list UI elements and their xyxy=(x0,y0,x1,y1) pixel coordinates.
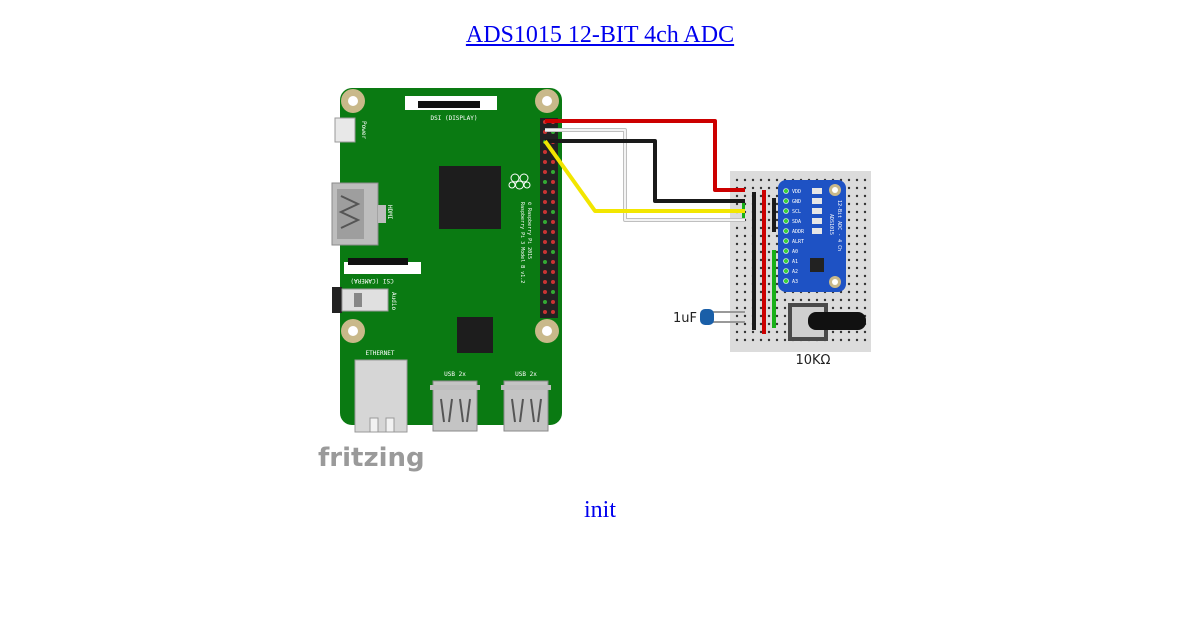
wire-ground xyxy=(545,139,745,203)
potentiometer-label: 10KΩ xyxy=(795,353,830,368)
model-text-1: Raspberry Pi 3 Model B v1.2 xyxy=(519,202,525,283)
ethernet-port: ETHERNET xyxy=(354,350,408,433)
raspberry-pi-board: DSI (DISPLAY) Power HDMI CSI (CAMERA) Au… xyxy=(331,88,562,433)
usb1-label: USB 2x xyxy=(444,371,466,378)
adc-pin-label: SDA xyxy=(792,219,801,225)
capacitor: 1uF xyxy=(673,309,745,326)
audio-label: Audio xyxy=(390,292,397,310)
adc-pin-label: ADDR xyxy=(792,229,805,235)
adc-pin-label: A2 xyxy=(792,269,798,275)
power-label: Power xyxy=(360,121,367,139)
usb-port-2: USB 2x xyxy=(501,371,551,432)
status-text: init xyxy=(583,497,616,523)
audio-jack: Audio xyxy=(332,287,397,313)
page-title: ADS1015 12-BIT 4ch ADC xyxy=(0,22,1200,49)
power-port: Power xyxy=(334,117,367,143)
wires xyxy=(543,119,745,222)
adc-chip-text-1: 12-Bit ADC - 4 Ch xyxy=(836,200,842,251)
hdmi-label: HDMI xyxy=(386,205,393,220)
lan-chip xyxy=(457,317,493,353)
model-text-2: © Raspberry Pi 2015 xyxy=(526,202,532,259)
csi-connector: CSI (CAMERA) xyxy=(344,258,421,284)
usb-port-1: USB 2x xyxy=(430,371,480,432)
potentiometer: 10KΩ xyxy=(788,303,866,368)
adc-pin-label: VDD xyxy=(792,189,801,195)
adc-pin-label: ALRT xyxy=(792,239,804,245)
hdmi-port: HDMI xyxy=(331,182,393,246)
adc-pin-label: GND xyxy=(792,199,801,205)
raspberry-logo xyxy=(508,173,531,190)
fritzing-watermark: fritzing xyxy=(318,443,425,473)
dsi-label: DSI (DISPLAY) xyxy=(431,115,478,122)
wire-sda xyxy=(543,139,745,213)
adc-pin-label: A0 xyxy=(792,249,798,255)
adc-chip xyxy=(810,258,824,272)
ethernet-label: ETHERNET xyxy=(366,350,395,357)
dsi-connector: DSI (DISPLAY) xyxy=(405,96,497,122)
capacitor-label: 1uF xyxy=(673,311,697,326)
usb2-label: USB 2x xyxy=(515,371,537,378)
adc-pin-label: A1 xyxy=(792,259,798,265)
csi-label: CSI (CAMERA) xyxy=(350,277,393,284)
adc-pin-label: A3 xyxy=(792,279,798,285)
soc-chip xyxy=(439,166,501,229)
wire-power xyxy=(545,119,745,192)
adc-pin-label: SCL xyxy=(792,209,801,215)
adc-chip-text-2: ADS1015 xyxy=(828,214,834,235)
title-link[interactable]: ADS1015 12-BIT 4ch ADC xyxy=(465,22,735,48)
